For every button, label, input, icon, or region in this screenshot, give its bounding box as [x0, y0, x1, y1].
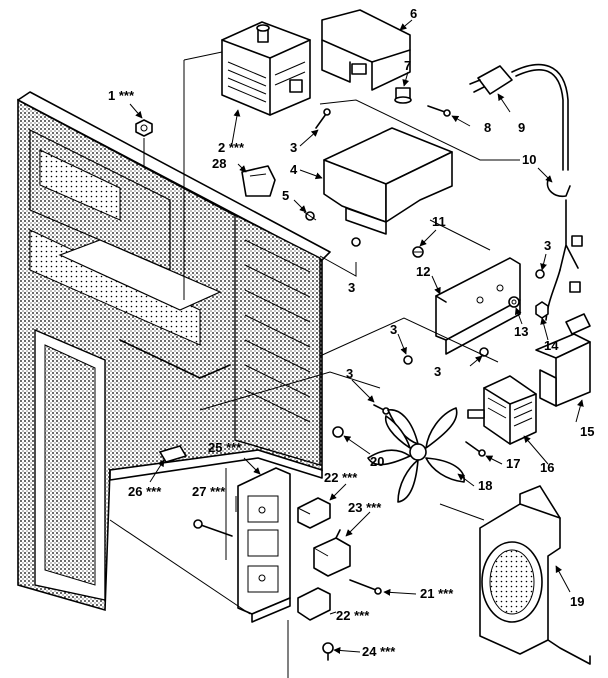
callout-5: 5 — [282, 188, 289, 203]
screw-3-lower — [403, 355, 413, 365]
callout-3-bracket: 3 — [544, 238, 551, 253]
callout-14: 14 — [544, 338, 559, 353]
callout-10: 10 — [522, 152, 536, 167]
callout-27: 27 *** — [192, 484, 226, 499]
callout-2: 2 *** — [218, 140, 245, 155]
callout-28: 28 — [212, 156, 226, 171]
callout-3-fan: 3 — [346, 366, 353, 381]
interlock-switch-upper — [297, 497, 331, 529]
callout-13: 13 — [514, 324, 528, 339]
magnetron — [221, 21, 311, 116]
screw-21 — [349, 579, 382, 595]
thermal-cutout — [394, 87, 412, 104]
air-guide — [323, 127, 453, 235]
callout-21: 21 *** — [420, 586, 454, 601]
callout-7: 7 — [404, 58, 411, 73]
callout-24: 24 *** — [362, 644, 396, 659]
screw-11 — [412, 246, 424, 258]
power-cord — [469, 63, 583, 321]
callout-9: 9 — [518, 120, 525, 135]
callout-20: 20 — [370, 454, 384, 469]
duct-cover — [321, 9, 411, 91]
cord-clamp — [546, 179, 571, 198]
callout-3-bottom: 3 — [434, 364, 441, 379]
screw-3-fan — [373, 404, 390, 415]
callout-3-top: 3 — [290, 140, 297, 155]
stirrer-nut — [135, 119, 153, 137]
screw-3-bracket — [535, 269, 545, 279]
callout-1: 1 *** — [108, 88, 135, 103]
washer-20 — [332, 426, 344, 438]
callout-22-upper: 22 *** — [324, 470, 358, 485]
screw-3-bottom — [479, 347, 489, 357]
screw-5 — [303, 211, 317, 221]
callout-26: 26 *** — [128, 484, 162, 499]
nut-14 — [535, 301, 549, 319]
screw-3-top — [315, 108, 331, 129]
switch-mount-plate — [237, 467, 291, 623]
callout-12: 12 — [416, 264, 430, 279]
mounting-bracket — [435, 257, 521, 355]
fan-shroud — [479, 485, 591, 665]
callout-18: 18 — [478, 478, 492, 493]
screw-8 — [427, 105, 451, 117]
callout-22-lower: 22 *** — [336, 608, 370, 623]
callout-19: 19 — [570, 594, 584, 609]
callout-8: 8 — [484, 120, 491, 135]
screw-3-mid — [351, 237, 361, 247]
actuator-26 — [159, 445, 187, 463]
fan-motor — [467, 375, 537, 445]
callout-6: 6 — [410, 6, 417, 21]
callout-23: 23 *** — [348, 500, 382, 515]
callout-17: 17 — [506, 456, 520, 471]
callout-16: 16 — [540, 460, 554, 475]
callout-11: 11 — [432, 214, 446, 229]
motor-bracket — [535, 313, 591, 407]
callout-3-lower: 3 — [390, 322, 397, 337]
washer-13 — [508, 296, 520, 308]
switch-bracket-28 — [241, 165, 276, 197]
screw-17 — [465, 441, 486, 457]
callout-labels: 1 *** 2 *** 3 4 5 6 7 8 9 10 11 12 3 13 … — [108, 6, 594, 659]
callout-15: 15 — [580, 424, 594, 439]
interlock-switch-middle — [313, 529, 351, 577]
screw-24 — [322, 642, 334, 661]
callout-3-panel: 3 — [348, 280, 355, 295]
fan-blade — [367, 407, 465, 503]
callout-25: 25 *** — [208, 440, 242, 455]
callout-4: 4 — [290, 162, 298, 177]
interlock-switch-lower — [297, 587, 331, 621]
leader-lines — [109, 19, 584, 678]
chassis-panel — [17, 91, 331, 612]
